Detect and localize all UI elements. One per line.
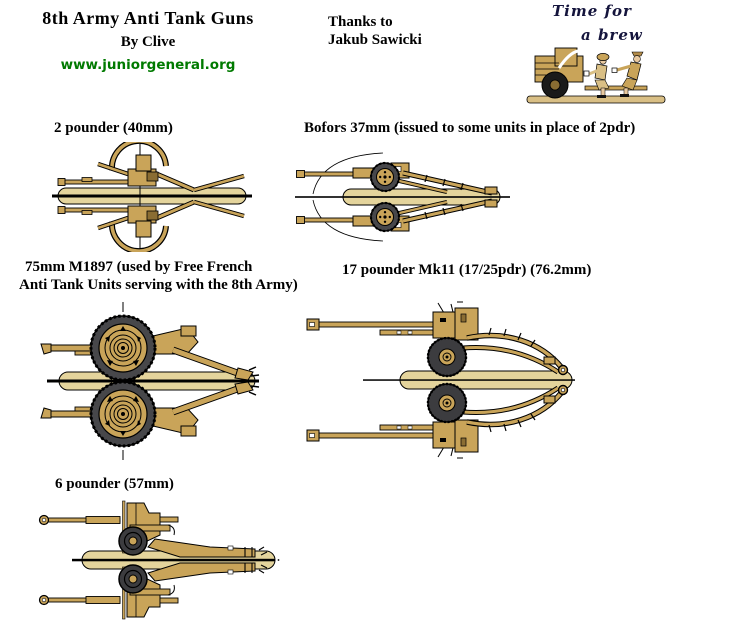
2-pounder-mirrored-half [58,202,244,251]
75mm-illustration [35,302,265,462]
17-pounder-mirrored-half [307,384,568,458]
spoked-wheel [89,314,157,382]
soldier-right [611,51,644,97]
elevation-arc [110,142,168,171]
bofors-top-half [296,152,498,196]
2-pounder-top-half [57,142,245,193]
75mm-top-half [40,302,260,382]
label-17-pounder: 17 pounder Mk11 (17/25pdr) (76.2mm) [342,262,592,278]
fold-line [72,558,275,562]
wheel [426,336,468,378]
vertical-post [122,500,126,554]
tea-mug [611,67,618,73]
windscreen-highlight [557,49,579,69]
bofors-illustration [295,152,510,252]
bench [584,85,648,91]
bofors-mirrored-half [297,200,498,241]
barrel [61,179,135,185]
label-m1897: 75mm M1897 (used by Free French Anti Tan… [19,258,298,294]
trail [147,538,256,558]
fold-line [295,196,510,198]
gun-tractor [534,47,584,99]
cartoon-ground [526,95,666,104]
barrel [310,321,450,328]
brew-caption-line2: a brew [581,26,643,44]
helmet [596,53,610,61]
byline: By Clive [120,34,176,50]
muzzle [40,343,52,355]
tea-mug [583,70,590,77]
boots [620,94,629,97]
label-m1897-line2: Anti Tank Units serving with the 8th Arm… [19,277,298,293]
trail-arm [402,171,493,195]
wheel [118,526,148,556]
17-pounder-illustration [305,301,575,460]
thanks-line1: Thanks to [328,14,393,30]
trail-spade [484,186,498,195]
17-pounder-top-half [306,301,569,378]
label-bofors: Bofors 37mm (issued to some units in pla… [304,120,636,136]
trail-leg [193,174,245,192]
shield-outline [312,152,384,195]
6-pounder-top-half [38,500,268,558]
2-pounder-illustration [52,142,252,252]
fold-line [47,379,259,383]
label-2-pounder: 2 pounder (40mm) [54,120,173,136]
barrel [299,171,359,177]
label-m1897-line1: 75mm M1897 (used by Free French [25,259,253,275]
75mm-mirrored-half [41,382,259,460]
thanks-line2: Jakub Sawicki [328,32,422,48]
boots [597,95,606,98]
trail [172,347,244,378]
page-title: 8th Army Anti Tank Guns [42,8,254,28]
fold-line [52,194,252,198]
trail-spade [234,367,254,381]
website-url: www.juniorgeneral.org [60,57,236,73]
fold-line [363,379,575,381]
6-pounder-mirrored-half [38,562,268,620]
brew-caption-line1: Time for [552,2,632,20]
brew-cartoon-illustration [526,47,666,104]
trail-lower [462,345,559,374]
side-cap [631,51,644,57]
label-6-pounder: 6 pounder (57mm) [55,476,174,492]
soldier-left [583,53,610,98]
thanks-note: Thanks to Jakub Sawicki [328,13,422,49]
6-pounder-illustration [38,500,280,620]
